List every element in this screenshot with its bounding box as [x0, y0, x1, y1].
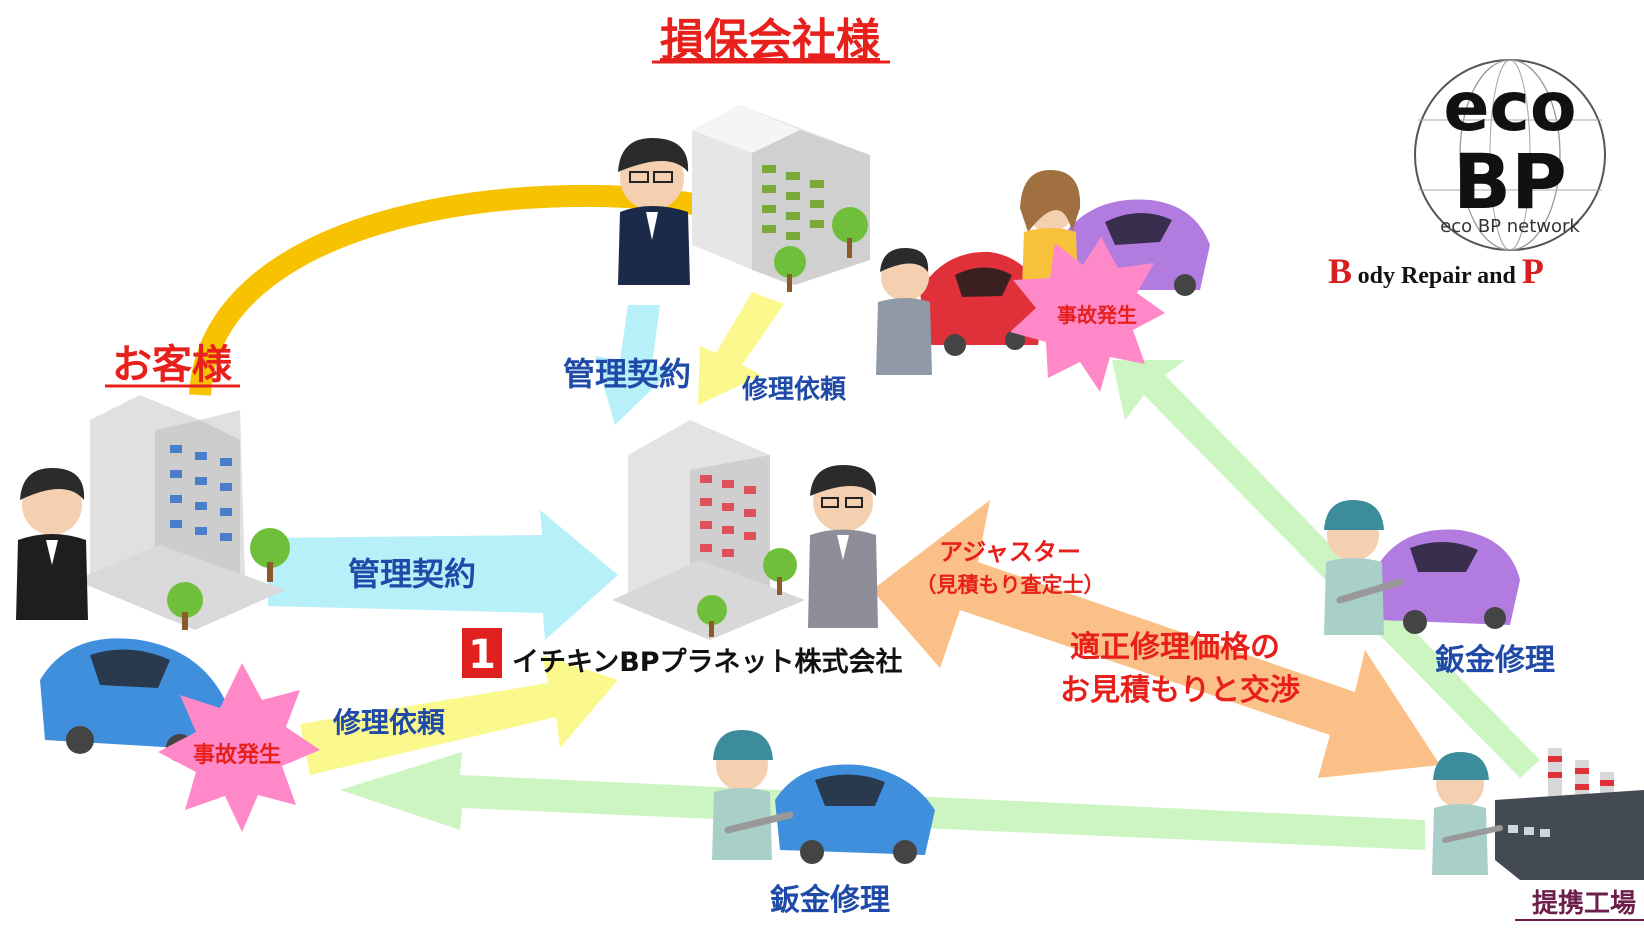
customer-building: [75, 395, 290, 630]
insurer-title: 損保会社様: [660, 15, 881, 66]
tagline-b: B: [1328, 251, 1352, 291]
repair-request-label-bottom: 修理依頼: [332, 706, 446, 739]
arrow-customer-to-insurer: [189, 184, 702, 396]
customer-person: [16, 468, 88, 620]
insurer-building: [692, 105, 870, 292]
red-car-top: [920, 251, 1045, 356]
arrow-insurer-repair-request-down: [698, 292, 784, 405]
sheet-metal-label-bottom: 鈑金修理: [770, 883, 890, 918]
customer-title: お客様: [112, 342, 233, 388]
mechanic-factory: [1432, 752, 1503, 875]
logo-eco-text: eco: [1443, 68, 1576, 147]
arrow-accident-repair-request: [300, 655, 618, 775]
mechanic-bottom: [712, 730, 794, 860]
tagline-p: P: [1522, 251, 1544, 291]
purple-car-right: [1375, 529, 1520, 634]
driver-man: [876, 248, 932, 375]
partner-factory-label: 提携工場: [1532, 888, 1636, 919]
blue-car-bottom: [775, 764, 935, 864]
factory-icon: [1495, 748, 1644, 880]
contract-label-top: 管理契約: [563, 355, 691, 393]
arrow-adjuster-negotiation: [872, 500, 1440, 778]
mechanic-right: [1324, 500, 1404, 635]
arrow-customer-contract-right: [268, 510, 618, 640]
tagline-mid: ody Repair and: [1358, 263, 1522, 289]
arrow-insurer-contract-down: [595, 305, 674, 425]
insurer-person: [618, 138, 690, 285]
logo-tagline: B ody Repair and P: [1328, 251, 1544, 291]
adjuster-person: [808, 465, 878, 628]
accident-burst-bottom: [158, 663, 320, 832]
company-building: [612, 420, 805, 640]
adjuster-label: アジャスター: [939, 538, 1081, 566]
logo-bp-text: BP: [1453, 137, 1567, 226]
logo-network-text: eco BP network: [1440, 216, 1580, 237]
accident-label-bottom: 事故発生: [193, 742, 281, 768]
sheet-metal-label-right: 鈑金修理: [1435, 643, 1555, 678]
negotiation-label-line2: お見積もりと交渉: [1060, 673, 1300, 708]
negotiation-label-line1: 適正修理価格の: [1070, 630, 1280, 665]
accident-burst-top: [1010, 237, 1165, 392]
company-badge-number: 1: [468, 632, 496, 678]
company-logo-mark: 1: [462, 628, 502, 678]
accident-label-top: 事故発生: [1057, 303, 1137, 327]
eco-bp-logo: eco BP eco BP network: [1414, 59, 1606, 251]
repair-request-label-top: 修理依頼: [741, 374, 847, 405]
adjuster-sublabel: （見積もり査定士）: [916, 573, 1105, 597]
company-name: イチキンBPプラネット株式会社: [512, 646, 903, 678]
contract-label-middle: 管理契約: [348, 555, 476, 593]
